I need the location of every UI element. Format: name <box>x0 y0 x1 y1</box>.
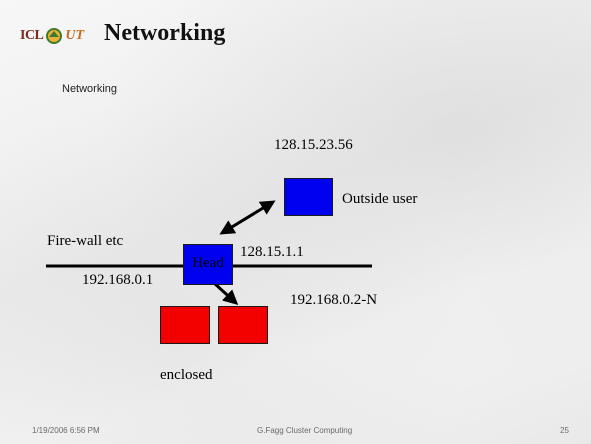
head-outside-arrow <box>219 200 276 235</box>
footer-course: G.Fagg Cluster Computing <box>257 426 353 435</box>
footer-page-number: 25 <box>560 426 569 435</box>
logo-emblem-icon <box>46 28 63 44</box>
logo-icl-text: ICL <box>20 28 44 43</box>
compute-node-box <box>160 306 210 344</box>
head-internal-ip-label: 192.168.0.1 <box>82 272 154 288</box>
head-node-label: Head <box>192 255 224 271</box>
firewall-label: Fire-wall etc <box>47 233 124 249</box>
slide-title: Networking <box>104 20 226 46</box>
node-range-label: 192.168.0.2-N <box>290 292 378 308</box>
enclosed-label: enclosed <box>160 367 213 383</box>
icl-ut-logo: ICL UT <box>20 26 84 46</box>
compute-node-box <box>218 306 268 344</box>
outside-user-label: Outside user <box>342 191 418 207</box>
head-nodes-arrow <box>212 281 239 306</box>
head-external-ip-label: 128.15.1.1 <box>240 244 304 260</box>
footer-date: 1/19/2006 6:56 PM <box>32 426 100 435</box>
outside-ip-label: 128.15.23.56 <box>274 137 353 153</box>
logo-ut-text: UT <box>65 28 85 43</box>
outside-user-box <box>284 178 333 216</box>
slide-subtitle: Networking <box>62 83 118 95</box>
head-node-box: Head <box>183 244 233 285</box>
